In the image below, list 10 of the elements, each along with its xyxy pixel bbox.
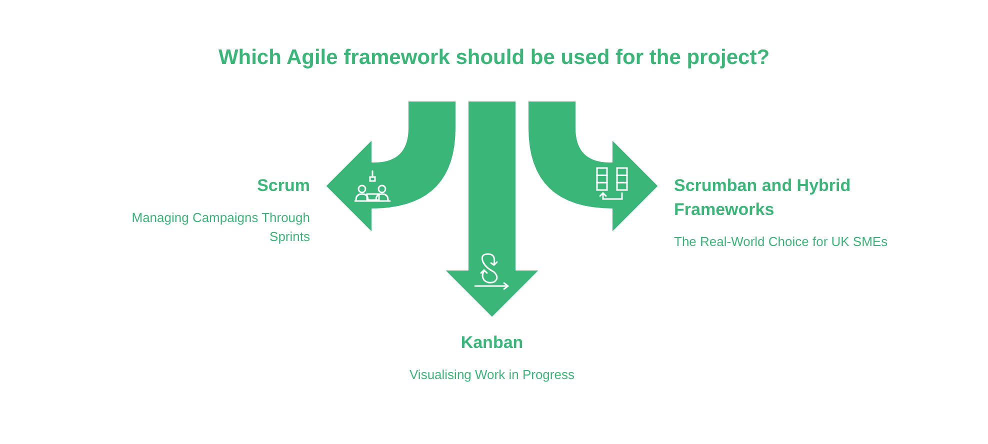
option-description: Managing Campaigns Through Sprints — [130, 209, 310, 246]
curved-arrow — [326, 102, 456, 230]
curved-arrow — [446, 102, 538, 317]
title: Which Agile framework should be used for the project? — [217, 46, 771, 70]
option-description: The Real-World Choice for UK SMEs — [674, 233, 889, 251]
option-heading: Kanban — [460, 332, 524, 354]
option-heading: Scrumban and Hybrid Frameworks — [674, 175, 852, 221]
option-heading: Scrum — [256, 175, 310, 197]
option-description: Visualising Work in Progress — [408, 366, 576, 384]
curved-arrow — [528, 102, 658, 230]
